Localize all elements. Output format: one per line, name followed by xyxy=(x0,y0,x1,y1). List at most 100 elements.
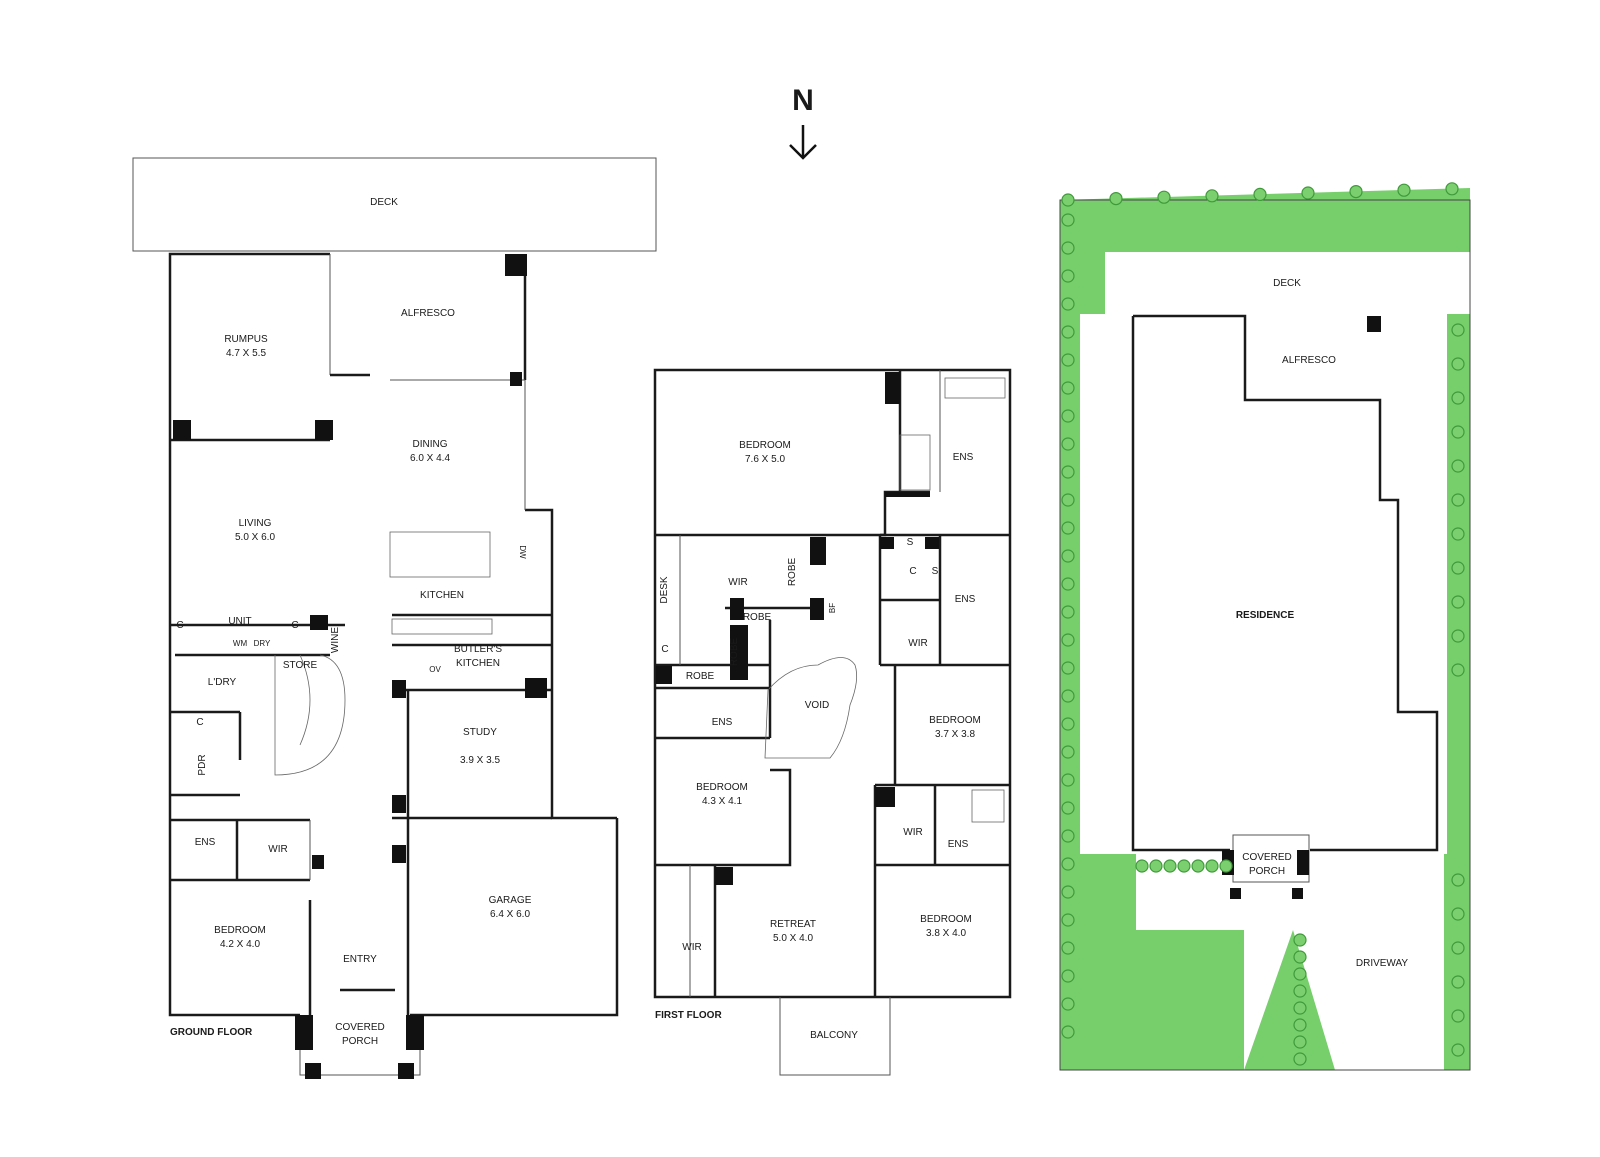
site-porch-label: COVERED xyxy=(1242,852,1291,863)
ff-ensuite-label: ENS xyxy=(955,594,976,605)
tree-icon xyxy=(1219,859,1233,873)
site-porch-label2: PORCH xyxy=(1249,866,1285,877)
gf-cupboard-label: C xyxy=(291,620,298,631)
ff-caption: FIRST FLOOR xyxy=(655,1010,722,1021)
gf-wir-label: WIR xyxy=(268,844,287,855)
tree-icon xyxy=(1061,213,1075,227)
site-trees xyxy=(1061,182,1465,1066)
tree-icon xyxy=(1163,859,1177,873)
ff-desk-label: DESK xyxy=(659,576,670,604)
ff-bedroom2-dim: 3.7 X 3.8 xyxy=(935,729,975,740)
ff-void xyxy=(764,657,858,759)
site-deck-label: DECK xyxy=(1273,278,1301,289)
gf-study-label: STUDY xyxy=(463,727,497,738)
ff-ensuite-label: ENS xyxy=(948,839,969,850)
tree-icon xyxy=(1451,527,1465,541)
gf-butlers-label: BUTLER'S xyxy=(454,644,502,655)
tree-icon xyxy=(1061,829,1075,843)
ff-cupboard-label: C xyxy=(909,566,916,577)
tree-icon xyxy=(1109,192,1123,206)
tree-icon xyxy=(1451,975,1465,989)
tree-icon xyxy=(1293,967,1307,981)
site-residence-label: RESIDENCE xyxy=(1236,610,1295,621)
ff-wir-label: WIR xyxy=(728,577,747,588)
ff-shower-label: S xyxy=(907,537,914,548)
ff-wir-label: WIR xyxy=(682,942,701,953)
tree-icon xyxy=(1149,859,1163,873)
gf-caption: GROUND FLOOR xyxy=(170,1027,253,1038)
site-driveway-label: DRIVEWAY xyxy=(1356,958,1409,969)
ground-floor-plan: DECK ALFRESCO RUMPUS 4.7 X 5.5 DINING 6.… xyxy=(132,157,657,1079)
tree-icon xyxy=(1061,605,1075,619)
tree-icon xyxy=(1451,459,1465,473)
site-alfresco-label: ALFRESCO xyxy=(1282,355,1336,366)
gf-wine-label: WINE xyxy=(330,627,341,653)
ff-retreat-label: RETREAT xyxy=(770,919,816,930)
ff-wir-label: WIR xyxy=(903,827,922,838)
tree-icon xyxy=(1061,801,1075,815)
tree-icon xyxy=(1061,745,1075,759)
tree-icon xyxy=(1061,493,1075,507)
compass-letter: N xyxy=(792,84,814,117)
gf-kitchen-label: KITCHEN xyxy=(420,590,464,601)
tree-icon xyxy=(1451,873,1465,887)
gf-bedroom-dim: 4.2 X 4.0 xyxy=(220,939,260,950)
tree-icon xyxy=(1451,357,1465,371)
tree-icon xyxy=(1135,859,1149,873)
tree-icon xyxy=(1061,913,1075,927)
tree-icon xyxy=(1293,1001,1307,1015)
gf-cupboard-label: C xyxy=(176,620,183,631)
gf-ensuite-label: ENS xyxy=(195,837,216,848)
gf-laundry-label: L'DRY xyxy=(208,677,237,688)
gf-dining-label: DINING xyxy=(413,439,448,450)
ff-main-bedroom-dim: 7.6 X 5.0 xyxy=(745,454,785,465)
ff-wir-label: WIR xyxy=(908,638,927,649)
gf-living-dim: 5.0 X 6.0 xyxy=(235,532,275,543)
tree-icon xyxy=(1451,425,1465,439)
tree-icon xyxy=(1061,969,1075,983)
tree-icon xyxy=(1205,189,1219,203)
ff-shower-label: S xyxy=(932,566,939,577)
tree-icon xyxy=(1205,859,1219,873)
ff-ensuite-label: ENS xyxy=(953,452,974,463)
ff-bedroom3-label: BEDROOM xyxy=(696,782,748,793)
gf-porch-label2: PORCH xyxy=(342,1036,378,1047)
tree-icon xyxy=(1157,190,1171,204)
tree-icon xyxy=(1061,437,1075,451)
tree-icon xyxy=(1061,381,1075,395)
tree-icon xyxy=(1061,997,1075,1011)
tree-icon xyxy=(1253,187,1267,201)
ff-outline xyxy=(653,368,1012,999)
tree-icon xyxy=(1061,577,1075,591)
tree-icon xyxy=(1301,186,1315,200)
tree-icon xyxy=(1451,323,1465,337)
ff-ensuite-label: ENS xyxy=(712,717,733,728)
tree-icon xyxy=(1061,465,1075,479)
ff-bedroom4-dim: 3.8 X 4.0 xyxy=(926,928,966,939)
tree-icon xyxy=(1177,859,1191,873)
tree-icon xyxy=(1451,1043,1465,1057)
tree-icon xyxy=(1061,521,1075,535)
ff-main-bedroom-label: BEDROOM xyxy=(739,440,791,451)
gf-alfresco-label: ALFRESCO xyxy=(401,308,455,319)
gf-garage-dim: 6.4 X 6.0 xyxy=(490,909,530,920)
tree-icon xyxy=(1061,885,1075,899)
tree-icon xyxy=(1397,183,1411,197)
tree-icon xyxy=(1061,773,1075,787)
gf-porch-label: COVERED xyxy=(335,1022,384,1033)
gf-rumpus-label: RUMPUS xyxy=(224,334,268,345)
gf-deck xyxy=(132,157,657,252)
tree-icon xyxy=(1061,689,1075,703)
tree-icon xyxy=(1451,391,1465,405)
ff-robe-label: ROBE xyxy=(729,638,740,667)
tree-icon xyxy=(1061,241,1075,255)
tree-icon xyxy=(1293,1035,1307,1049)
gf-wm-label: WM xyxy=(233,639,248,648)
tree-icon xyxy=(1061,269,1075,283)
gf-cupboard-label: C xyxy=(196,717,203,728)
gf-butlers-label2: KITCHEN xyxy=(456,658,500,669)
site-plan: DECK ALFRESCO RESIDENCE COVERED PORCH DR… xyxy=(1059,182,1471,1071)
tree-icon xyxy=(1451,907,1465,921)
ff-retreat-dim: 5.0 X 4.0 xyxy=(773,933,813,944)
gf-garage-label: GARAGE xyxy=(489,895,532,906)
